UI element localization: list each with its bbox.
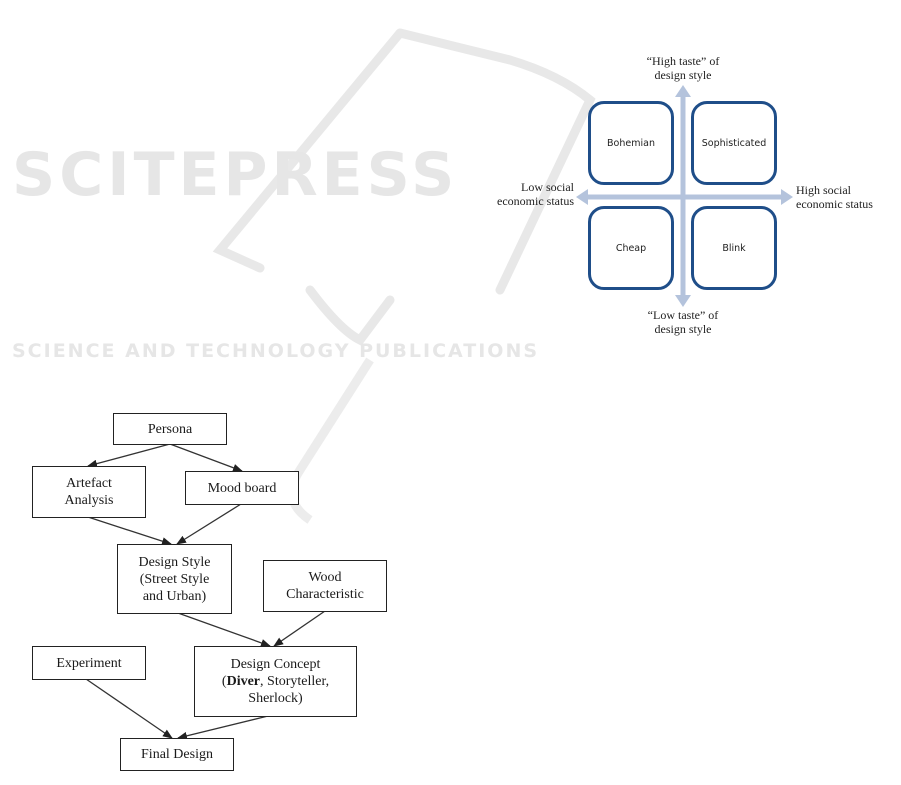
axis-label-right: High social economic status: [796, 183, 900, 211]
node-artefact-analysis: Artefact Analysis: [32, 466, 146, 518]
node-label-line2: Characteristic: [286, 587, 364, 602]
node-label-line3: and Urban): [142, 588, 207, 604]
axis-label-bottom-line2: design style: [654, 322, 712, 336]
axis-label-bottom-line1: “Low taste” of: [647, 308, 719, 322]
node-label: Experiment: [56, 655, 122, 671]
node-label: Persona: [147, 421, 193, 437]
node-label: Mood board: [207, 480, 277, 496]
edge-designstyle-designconcept: [177, 612, 271, 647]
node-persona: Persona: [113, 413, 227, 445]
highlight-diver: Diver: [226, 674, 261, 689]
node-label-line2: Analysis: [64, 493, 114, 508]
axis-label-top-line1: “High taste” of: [646, 54, 720, 68]
node-label-line1: Wood: [308, 570, 342, 585]
axis-label-left: Low social economic status: [478, 180, 574, 208]
edge-persona-artefact: [87, 443, 171, 468]
node-label-line2: (Diver, Storyteller,: [222, 673, 329, 690]
edge-artefact-designstyle: [87, 516, 172, 546]
quadrant-label: Cheap: [615, 242, 647, 254]
node-label-line1: Design Concept: [230, 657, 321, 672]
node-label-line1: Design Style: [138, 554, 211, 570]
node-design-concept: Design Concept (Diver, Storyteller, Sher…: [194, 646, 357, 717]
node-mood-board: Mood board: [185, 471, 299, 505]
axis-label-top-line2: design style: [654, 68, 712, 82]
axis-label-right-line2: economic status: [796, 197, 873, 211]
edge-experiment-finaldesign: [85, 678, 173, 739]
edge-wood-designconcept: [273, 610, 326, 647]
axis-label-left-line2: economic status: [497, 194, 574, 208]
edge-persona-moodboard: [169, 443, 243, 472]
axis-arrow-left-icon: [576, 189, 588, 205]
edge-moodboard-designstyle: [176, 503, 242, 545]
quadrant-cheap: Cheap: [588, 206, 674, 290]
node-wood-characteristic: Wood Characteristic: [263, 560, 387, 612]
axis-label-left-line1: Low social: [521, 180, 574, 194]
node-label-line2: (Street Style: [139, 571, 210, 587]
axis-label-right-line1: High social: [796, 183, 851, 197]
quadrant-label: Sophisticated: [701, 137, 767, 149]
paren-open: (: [221, 674, 227, 689]
node-experiment: Experiment: [32, 646, 146, 680]
node-label-line1: Artefact: [66, 476, 112, 491]
edge-designconcept-finaldesign: [177, 715, 269, 740]
axis-arrow-right-icon: [781, 189, 793, 205]
quadrant-label: Blink: [722, 242, 746, 254]
node-final-design: Final Design: [120, 738, 234, 771]
node-design-style: Design Style (Street Style and Urban): [117, 544, 232, 614]
axis-label-top: “High taste” of design style: [628, 54, 738, 82]
node-label-line3: Sherlock): [248, 691, 303, 706]
quadrant-blink: Blink: [691, 206, 777, 290]
axis-arrow-up-icon: [675, 85, 691, 97]
quadrant-sophisticated: Sophisticated: [691, 101, 777, 185]
axis-label-bottom: “Low taste” of design style: [628, 308, 738, 336]
quadrant-bohemian: Bohemian: [588, 101, 674, 185]
node-label: Final Design: [141, 747, 213, 762]
rest-text: , Storyteller,: [260, 674, 330, 689]
axis-arrow-down-icon: [675, 295, 691, 307]
quadrant-label: Bohemian: [607, 137, 655, 149]
